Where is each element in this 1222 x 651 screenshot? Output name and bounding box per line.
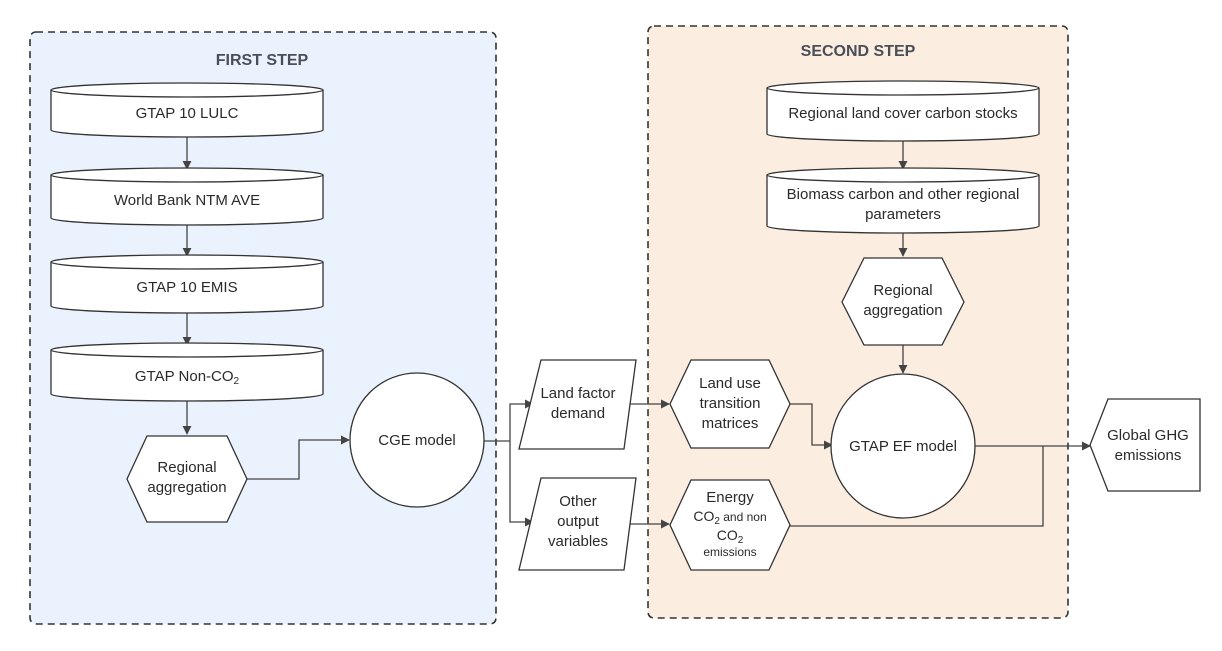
- gtap-emis-label: GTAP 10 EMIS: [136, 279, 237, 296]
- gtap-ef-model-label: GTAP EF model: [849, 438, 957, 455]
- land-factor-demand: Land factor demand: [518, 359, 637, 450]
- regional-aggregation-1-line2: aggregation: [147, 479, 226, 496]
- biomass-carbon-line2: parameters: [865, 206, 941, 223]
- gtap-lulc-database: GTAP 10 LULC: [50, 82, 324, 138]
- other-output-line2: output: [557, 513, 600, 530]
- regional-aggregation-2-line2: aggregation: [863, 302, 942, 319]
- gtap-lulc-label: GTAP 10 LULC: [136, 105, 239, 122]
- gtap-nonco2-label: GTAP Non-CO2: [135, 368, 240, 387]
- other-output-variables: Other output variables: [518, 477, 637, 571]
- energy-line4: emissions: [703, 545, 756, 559]
- regional-aggregation-1: Regional aggregation: [126, 435, 248, 523]
- energy-emissions: Energy CO2 and non CO2 emissions: [669, 479, 791, 571]
- world-bank-ntm-label: World Bank NTM AVE: [114, 192, 260, 209]
- land-factor-demand-line2: demand: [551, 405, 605, 422]
- energy-line2: CO2 and non: [693, 508, 766, 527]
- land-use-matrices-line3: matrices: [702, 415, 759, 432]
- regional-land-cover-stocks-database: Regional land cover carbon stocks: [766, 80, 1040, 142]
- second-step-title: SECOND STEP: [801, 43, 916, 60]
- land-use-transition-matrices: Land use transition matrices: [669, 359, 791, 449]
- cge-model-label: CGE model: [378, 432, 456, 449]
- land-use-matrices-line2: transition: [700, 395, 761, 412]
- edges: [182, 136, 1091, 529]
- gtap-emis-database: GTAP 10 EMIS: [50, 254, 324, 314]
- other-output-line3: variables: [548, 533, 608, 550]
- regional-aggregation-1-line1: Regional: [157, 459, 216, 476]
- gtap-nonco2-database: GTAP Non-CO2: [50, 342, 324, 402]
- cge-model: CGE model: [349, 372, 485, 508]
- land-use-matrices-line1: Land use: [699, 375, 761, 392]
- regional-land-cover-stocks-label: Regional land cover carbon stocks: [788, 105, 1017, 122]
- regional-aggregation-2-line1: Regional: [873, 282, 932, 299]
- gtap-ef-model: GTAP EF model: [830, 373, 976, 519]
- regional-aggregation-2: Regional aggregation: [841, 257, 965, 346]
- global-ghg-line2: emissions: [1115, 447, 1182, 464]
- world-bank-ntm-database: World Bank NTM AVE: [50, 167, 324, 226]
- first-step-title: FIRST STEP: [216, 52, 309, 69]
- biomass-carbon-line1: Biomass carbon and other regional: [787, 186, 1020, 203]
- biomass-carbon-database: Biomass carbon and other regional parame…: [766, 167, 1040, 234]
- other-output-line1: Other: [559, 493, 597, 510]
- energy-line1: Energy: [706, 489, 754, 506]
- land-factor-demand-line1: Land factor: [540, 385, 615, 402]
- global-ghg-line1: Global GHG: [1107, 427, 1189, 444]
- global-ghg-emissions: Global GHG emissions: [1089, 398, 1201, 492]
- energy-line3: CO2: [717, 527, 744, 546]
